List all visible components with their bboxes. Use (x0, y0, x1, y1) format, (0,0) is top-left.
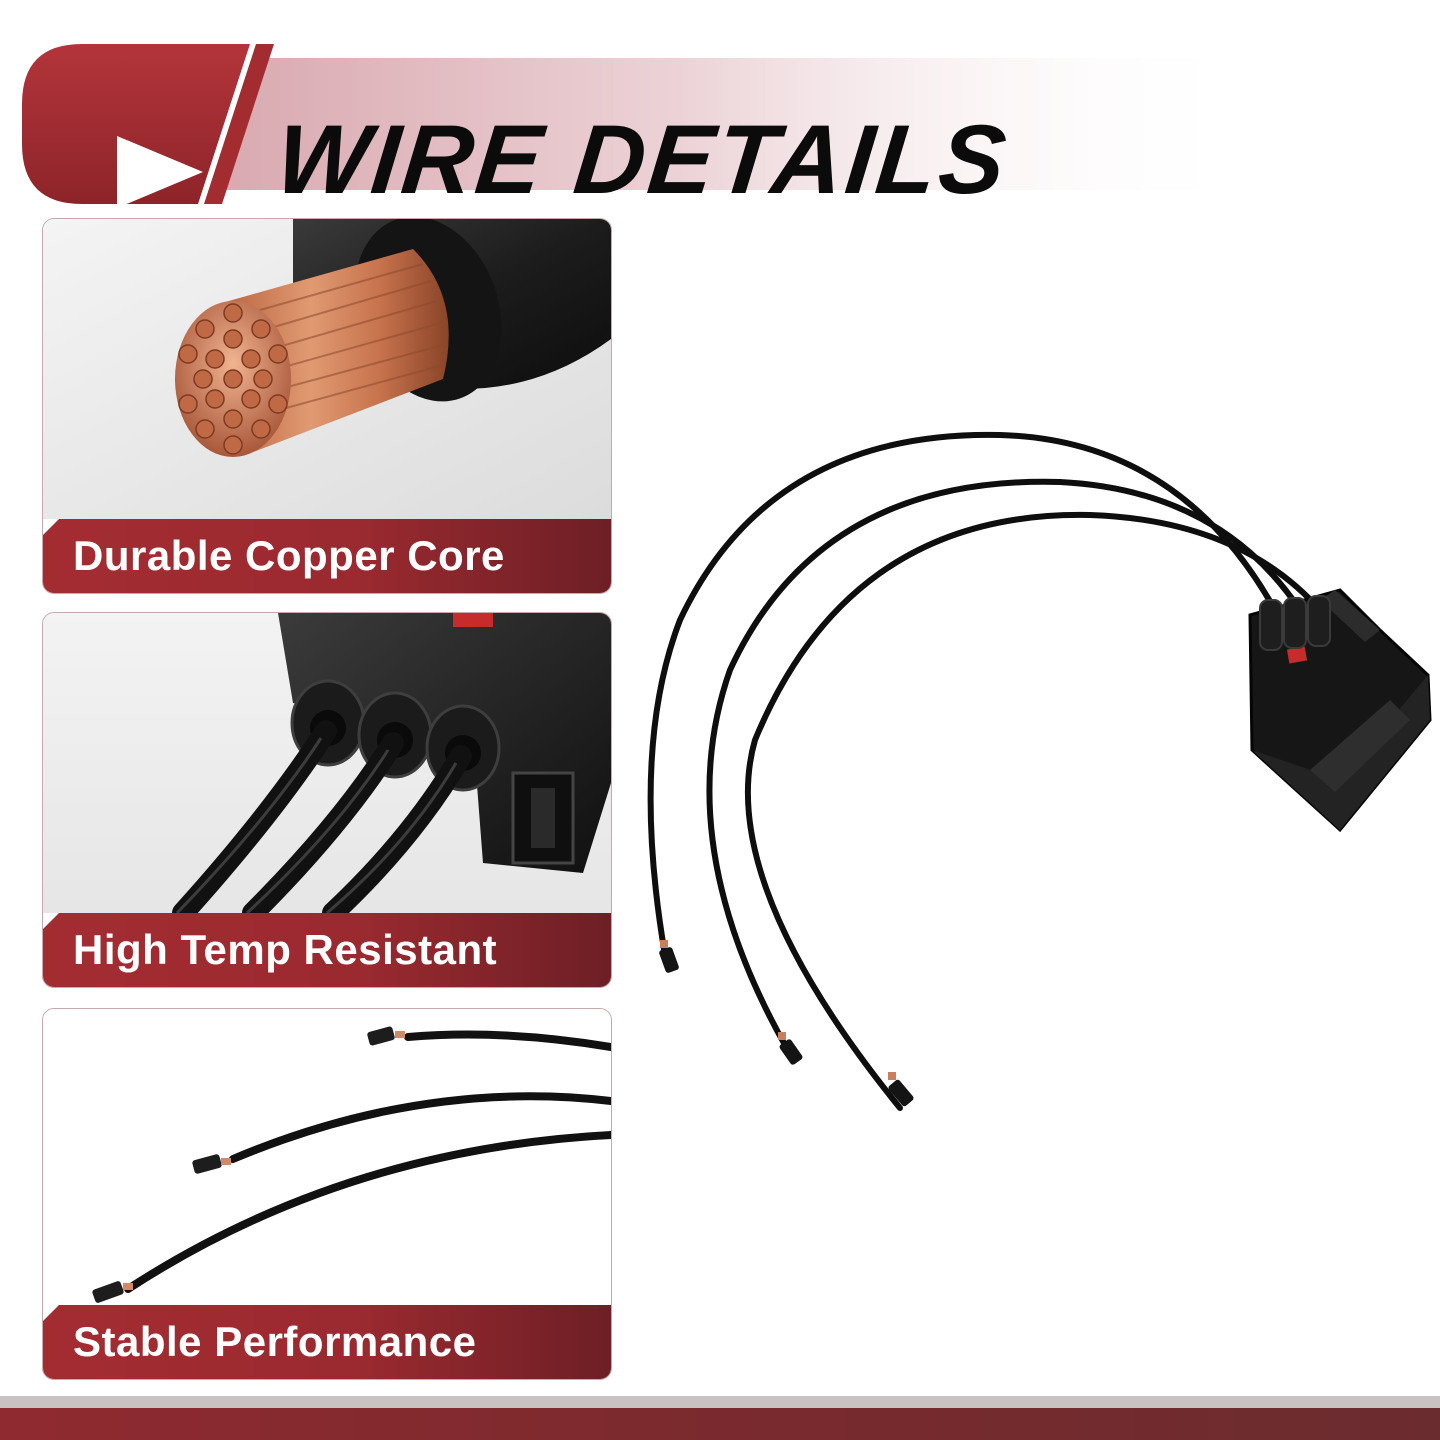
feature-label-text: High Temp Resistant (73, 926, 498, 973)
feature-card-high-temp: High Temp Resistant (42, 612, 612, 988)
play-icon (117, 136, 203, 208)
feature-card-copper-core: Durable Copper Core (42, 218, 612, 594)
feature-label-text: Stable Performance (73, 1318, 477, 1365)
page-title: WIRE DETAILS (271, 104, 1014, 214)
connector-closeup-photo-icon (43, 613, 611, 913)
feature-label: Durable Copper Core (43, 519, 611, 593)
feature-card-stable-performance: Stable Performance (42, 1008, 612, 1380)
three-wire-connector-pigtail-icon (647, 431, 1432, 1111)
feature-label-text: Durable Copper Core (73, 532, 505, 579)
header-banner: WIRE DETAILS (22, 44, 1252, 214)
footer-stripe (0, 1396, 1440, 1440)
wire-ends-photo-icon (43, 1009, 611, 1305)
feature-label: Stable Performance (43, 1305, 611, 1379)
feature-label: High Temp Resistant (43, 913, 611, 987)
copper-core-photo-icon (43, 219, 611, 519)
